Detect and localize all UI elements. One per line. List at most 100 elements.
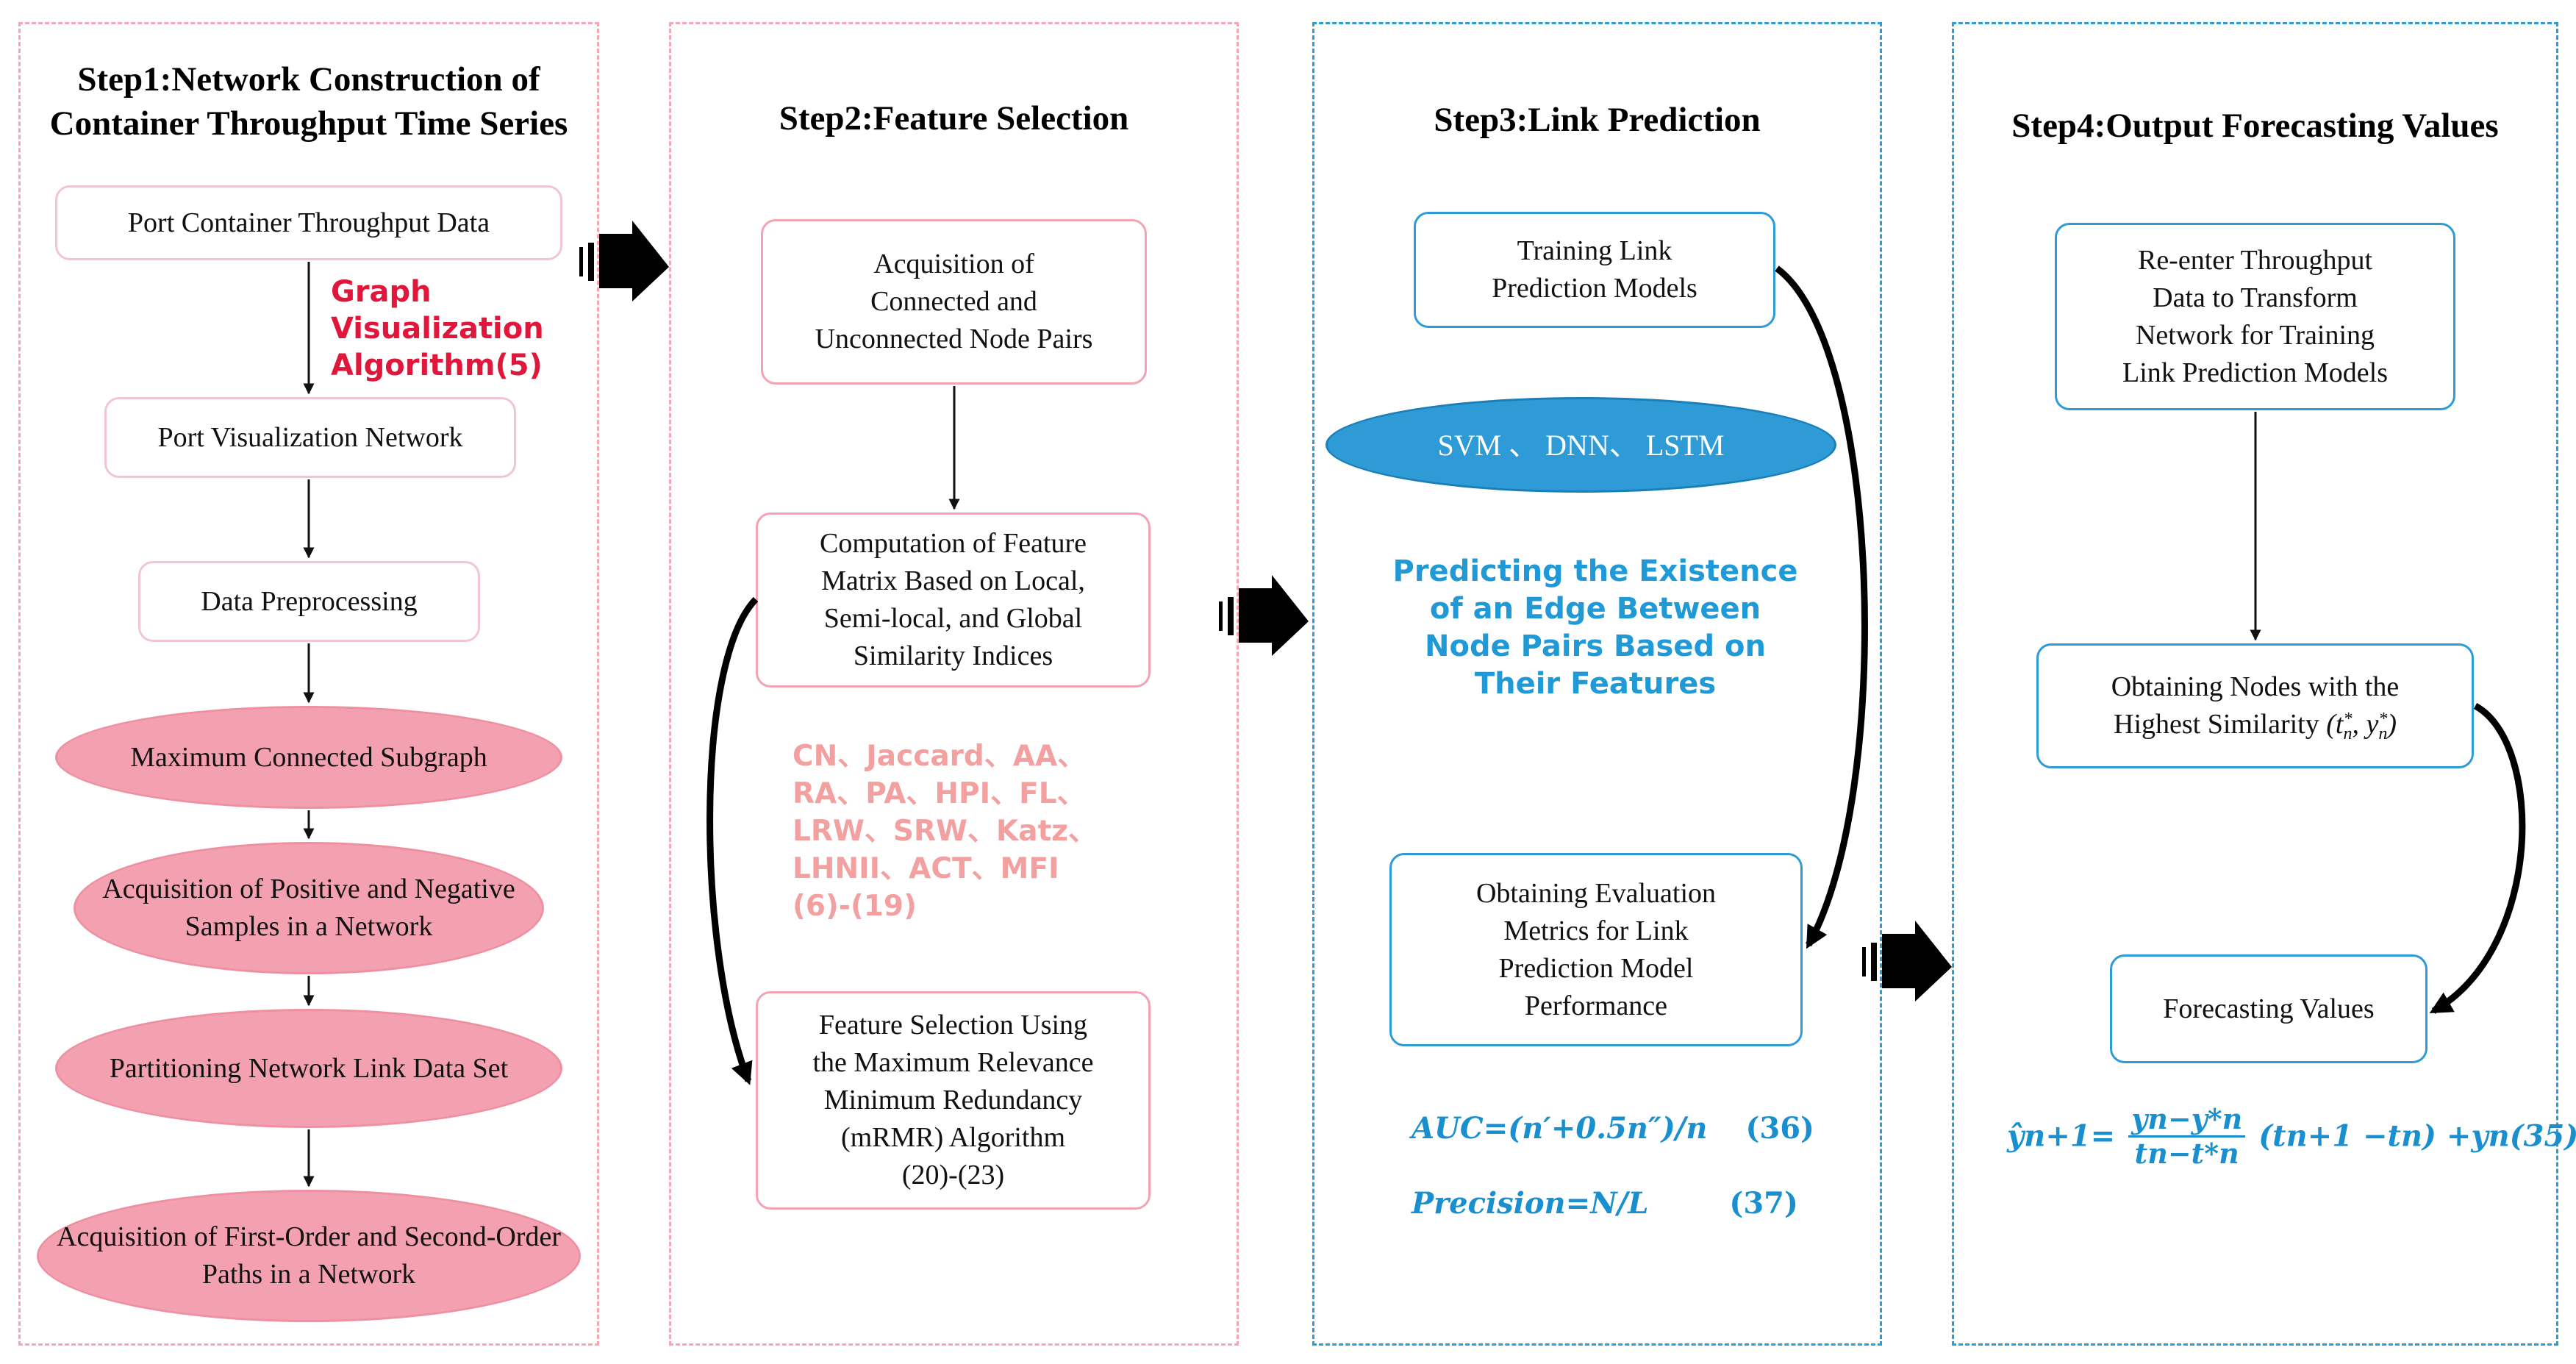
indices-line3: LRW、SRW、Katz、	[793, 815, 1097, 848]
precision-expression: Precision=N/L	[1412, 1186, 1649, 1221]
visualization-network-box: Port Visualization Network	[104, 397, 516, 478]
step4-panel: Step4:Output Forecasting Values	[1952, 22, 2558, 1346]
metrics-line2: Metrics for Link	[1503, 915, 1689, 946]
matrix-line4: Similarity Indices	[853, 640, 1053, 671]
step3-title: Step3:Link Prediction	[1434, 101, 1761, 139]
auc-expression: AUC=(n′+0.5n″)/n	[1412, 1111, 1708, 1146]
formula-rhs: (tn+1 −tn) +yn(35)	[2258, 1118, 2576, 1154]
arrow-training-to-metrics	[1775, 265, 1868, 949]
reenter-line3: Network for Training	[2135, 319, 2375, 351]
arrow-similarity-to-forecast	[2429, 703, 2526, 1014]
feature-matrix-box: Computation of Feature Matrix Based on L…	[756, 513, 1151, 688]
algorithm-line3: Algorithm(5)	[331, 349, 543, 382]
predict-line2: of an Edge Between	[1429, 592, 1761, 626]
predict-line3: Node Pairs Based on	[1425, 629, 1766, 663]
matrix-line1: Computation of Feature	[819, 528, 1087, 559]
step1-title: Step1:Network Construction of Container …	[21, 57, 597, 146]
auc-formula: AUC=(n′+0.5n″)/n (36)	[1412, 1110, 1814, 1147]
partition-line2: Link Data Set	[353, 1052, 509, 1084]
edge-prediction-text: Predicting the Existence of an Edge Betw…	[1367, 553, 1823, 703]
first-second-order-paths-ellipse: Acquisition of First-Order and Second-Or…	[37, 1190, 581, 1322]
forecast-label: Forecasting Values	[2163, 993, 2375, 1024]
positive-negative-samples-ellipse: Acquisition of Positive and Negative Sam…	[74, 842, 544, 974]
precision-equation-number: (37)	[1729, 1186, 1798, 1221]
models-label: SVM 、 DNN、 LSTM	[1437, 428, 1725, 462]
mrmr-selection-box: Feature Selection Using the Maximum Rele…	[756, 991, 1151, 1210]
metrics-line4: Performance	[1524, 990, 1668, 1021]
step2-title: Step2:Feature Selection	[779, 99, 1129, 138]
samples-line1: Acquisition of	[102, 874, 263, 904]
similarity-node-math: (t*n, y*n)	[2326, 709, 2397, 744]
partition-line1: Partitioning Network	[109, 1052, 346, 1084]
step4-title: Step4:Output Forecasting Values	[2011, 107, 2499, 145]
evaluation-metrics-box: Obtaining Evaluation Metrics for Link Pr…	[1389, 853, 1803, 1046]
predict-line1: Predicting the Existence	[1392, 554, 1798, 588]
highest-similarity-box: Obtaining Nodes with the Highest Similar…	[2036, 643, 2474, 768]
training-models-box: Training Link Prediction Models	[1414, 212, 1775, 328]
step2-to-step3-arrow	[1219, 575, 1309, 656]
paths-line3: in a Network	[269, 1259, 416, 1290]
algorithm-line1: Graph	[331, 275, 432, 309]
samples-line2: Positive and Negative	[270, 874, 515, 904]
samples-line3: Samples in a Network	[185, 911, 433, 942]
subgraph-line2: Subgraph	[380, 741, 487, 773]
metrics-line1: Obtaining Evaluation	[1475, 877, 1717, 909]
visualization-network-label: Port Visualization Network	[157, 421, 463, 453]
step1-title-line2: Container Throughput Time Series	[49, 104, 568, 143]
auc-equation-number: (36)	[1745, 1111, 1814, 1146]
predict-line4: Their Features	[1474, 667, 1717, 701]
matrix-line3: Semi-local, and Global	[823, 603, 1083, 634]
formula-fraction: yn−y*n tn−t*n	[2128, 1103, 2246, 1170]
metrics-line3: Prediction Model	[1498, 952, 1694, 984]
mrmr-line1: Feature Selection Using	[818, 1010, 1088, 1040]
training-line1: Training Link	[1517, 235, 1672, 266]
training-line2: Prediction Models	[1492, 273, 1697, 304]
preprocessing-label: Data Preprocessing	[201, 585, 418, 617]
step1-panel: Step1:Network Construction of Container …	[18, 22, 599, 1346]
precision-formula: Precision=N/L (37)	[1412, 1185, 1798, 1222]
maximum-connected-subgraph-ellipse: Maximum Connected Subgraph	[55, 706, 562, 809]
indices-line5: (6)-(19)	[793, 890, 917, 923]
forecasting-values-box: Forecasting Values	[2110, 954, 2427, 1063]
similar-line1: Obtaining Nodes with the	[2111, 671, 2400, 702]
matrix-line2: Matrix Based on Local,	[821, 565, 1085, 596]
step3-panel: Step3:Link Prediction	[1312, 22, 1882, 1346]
mrmr-line5: (20)-(23)	[901, 1160, 1005, 1190]
partition-link-data-ellipse: Partitioning Network Link Data Set	[55, 1009, 562, 1128]
algorithm-line2: Visualization	[331, 312, 544, 346]
reenter-data-box: Re-enter Throughput Data to Transform Ne…	[2055, 223, 2455, 410]
formula-lhs: ŷn+1=	[2007, 1118, 2116, 1154]
step1-to-step2-arrow	[579, 221, 669, 301]
indices-line1: CN、Jaccard、AA、	[793, 740, 1087, 773]
subgraph-line1: Maximum Connected	[130, 741, 373, 773]
throughput-data-label: Port Container Throughput Data	[127, 207, 490, 238]
paths-line2: and Second-Order Paths	[201, 1221, 561, 1290]
step3-to-step4-arrow	[1862, 921, 1952, 1001]
node-pairs-line1: Acquisition of	[873, 249, 1034, 279]
step1-title-line1: Step1:Network Construction of	[77, 60, 540, 99]
models-ellipse: SVM 、 DNN、 LSTM	[1325, 397, 1836, 493]
indices-line2: RA、PA、HPI、FL、	[793, 777, 1086, 810]
preprocessing-box: Data Preprocessing	[138, 561, 480, 642]
graph-visualization-algorithm-label: Graph Visualization Algorithm(5)	[331, 274, 544, 384]
similar-line2: Highest Similarity	[2114, 709, 2319, 740]
similarity-indices-list: CN、Jaccard、AA、 RA、PA、HPI、FL、 LRW、SRW、Kat…	[793, 738, 1097, 925]
forecast-formula: ŷn+1= yn−y*n tn−t*n (tn+1 −tn) +yn(35)	[2007, 1103, 2576, 1170]
mrmr-line2: the Maximum Relevance	[812, 1047, 1094, 1078]
node-pairs-line2: Connected and	[870, 286, 1037, 317]
reenter-line2: Data to Transform	[2153, 282, 2358, 313]
formula-numerator: yn−y*n	[2128, 1103, 2246, 1138]
node-pairs-box: Acquisition of Connected and Unconnected…	[761, 219, 1147, 385]
formula-denominator: tn−t*n	[2134, 1137, 2239, 1170]
node-pairs-line3: Unconnected Node Pairs	[815, 324, 1093, 354]
paths-line1: Acquisition of First-Order	[57, 1221, 350, 1252]
throughput-data-box: Port Container Throughput Data	[55, 185, 562, 260]
step2-panel: Step2:Feature Selection	[669, 22, 1239, 1346]
mrmr-line4: (mRMR) Algorithm	[840, 1122, 1066, 1153]
reenter-line1: Re-enter Throughput	[2137, 244, 2373, 276]
arrow-matrix-to-mrmr	[706, 596, 759, 1085]
mrmr-line3: Minimum Redundancy	[823, 1085, 1083, 1115]
indices-line4: LHNII、ACT、MFI	[793, 852, 1059, 885]
reenter-line4: Link Prediction Models	[2122, 357, 2388, 388]
